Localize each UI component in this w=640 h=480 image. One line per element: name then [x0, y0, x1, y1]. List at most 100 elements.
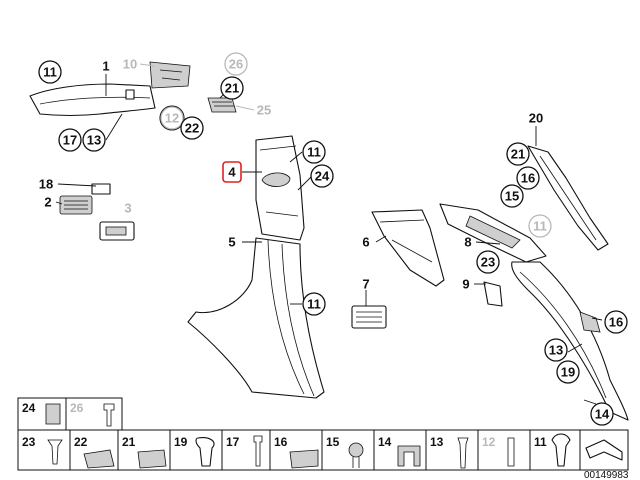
- svg-text:13: 13: [430, 435, 444, 449]
- svg-text:19: 19: [561, 365, 575, 380]
- svg-text:24: 24: [315, 169, 330, 184]
- svg-text:8: 8: [464, 235, 471, 250]
- svg-text:11: 11: [307, 297, 321, 312]
- legend-cell-12: 12: [477, 429, 531, 471]
- screw-icon: [103, 403, 115, 427]
- legend-cell-16: 16: [269, 429, 323, 471]
- svg-text:15: 15: [505, 189, 519, 204]
- svg-text:4: 4: [228, 165, 236, 180]
- legend-cell-22: 22: [69, 429, 119, 471]
- callout-11: 11: [38, 60, 62, 84]
- svg-text:5: 5: [228, 235, 235, 250]
- legend-cell-13: 13: [425, 429, 479, 471]
- callout-23: 23: [476, 250, 500, 274]
- callout-5: 5: [228, 235, 235, 250]
- screw-head-icon: [348, 442, 364, 458]
- part-8-rear-quarter-trim: [439, 203, 547, 263]
- svg-text:25: 25: [257, 103, 271, 118]
- svg-text:1: 1: [102, 59, 109, 74]
- svg-text:26: 26: [70, 401, 84, 415]
- legend-cell-14: 14: [373, 429, 427, 471]
- svg-text:12: 12: [482, 435, 496, 449]
- callout-26: 26: [224, 52, 248, 76]
- arrow-icon: [585, 439, 623, 461]
- callout-13: 13: [544, 338, 568, 362]
- push-clip-icon: [195, 437, 215, 467]
- callout-11: 11: [302, 140, 326, 164]
- rivet-clip-icon: [551, 433, 571, 467]
- svg-text:18: 18: [39, 177, 53, 192]
- callout-1: 1: [102, 59, 109, 74]
- svg-text:15: 15: [326, 435, 340, 449]
- part-14-long-side-trim: [511, 261, 629, 421]
- callout-16: 16: [604, 310, 628, 334]
- svg-text:14: 14: [595, 407, 610, 422]
- legend-cell-11: 11: [529, 429, 581, 471]
- callout-2: 2: [44, 195, 51, 210]
- svg-text:7: 7: [362, 277, 369, 292]
- legend-cell-arrow: [579, 429, 629, 471]
- callout-9: 9: [462, 277, 469, 292]
- clip-icon: [45, 403, 61, 425]
- part-9-cap: [483, 281, 503, 307]
- legend-cell-21: 21: [117, 429, 171, 471]
- callout-17: 17: [58, 128, 82, 152]
- callout-7: 7: [362, 277, 369, 292]
- legend-cell-23: 23: [17, 429, 71, 471]
- part-4-b-pillar-upper: [255, 135, 305, 241]
- part-7-vent: [351, 305, 387, 329]
- svg-text:6: 6: [362, 235, 369, 250]
- svg-text:13: 13: [549, 343, 563, 358]
- callout-10: 10: [123, 57, 137, 72]
- svg-text:21: 21: [511, 147, 525, 162]
- svg-text:11: 11: [43, 65, 57, 80]
- legend-cell-15: 15: [321, 429, 375, 471]
- legend-cell-19: 19: [169, 429, 223, 471]
- svg-text:9: 9: [462, 277, 469, 292]
- callout-11: 11: [302, 292, 326, 316]
- clip-nut-icon: [137, 449, 167, 469]
- svg-text:11: 11: [533, 219, 547, 234]
- screw-icon: [457, 437, 469, 469]
- legend-cell-24: 24: [17, 397, 67, 431]
- fastener-legend: 24 26 23 22 21 19: [17, 397, 629, 471]
- callout-4-highlighted: 4: [222, 161, 242, 183]
- callout-18: 18: [39, 177, 53, 192]
- callout-3: 3: [124, 201, 131, 216]
- legend-cell-17: 17: [221, 429, 271, 471]
- svg-text:21: 21: [225, 81, 239, 96]
- part-2-vent: [59, 183, 111, 215]
- callout-21: 21: [506, 142, 530, 166]
- reference-code: 00149983: [584, 470, 629, 480]
- pin-icon: [507, 437, 515, 467]
- part-6-c-pillar-trim: [371, 209, 445, 287]
- svg-text:3: 3: [124, 201, 131, 216]
- callout-14: 14: [590, 402, 614, 426]
- svg-text:26: 26: [229, 57, 243, 72]
- callout-24: 24: [310, 164, 334, 188]
- callout-22: 22: [180, 116, 204, 140]
- svg-text:13: 13: [87, 133, 101, 148]
- svg-text:10: 10: [123, 57, 137, 72]
- bolt-icon: [253, 435, 263, 467]
- svg-text:19: 19: [174, 435, 188, 449]
- svg-text:16: 16: [521, 171, 535, 186]
- svg-text:12: 12: [165, 111, 179, 126]
- callouts: 11 1 10 26 21 25 12 22 17 13 4 11 24 18 …: [38, 52, 628, 426]
- part-20-rail: [527, 145, 609, 251]
- svg-text:23: 23: [22, 435, 36, 449]
- svg-text:21: 21: [122, 435, 136, 449]
- part-5-b-pillar-lower: [187, 237, 325, 399]
- callout-21: 21: [220, 76, 244, 100]
- leader-lines: [55, 63, 603, 405]
- callout-15: 15: [500, 184, 524, 208]
- screw-icon: [47, 439, 63, 465]
- callout-6: 6: [362, 235, 369, 250]
- callout-12: 12: [160, 106, 184, 130]
- callout-11: 11: [528, 214, 552, 238]
- pad-icon: [83, 449, 115, 469]
- svg-text:22: 22: [74, 435, 88, 449]
- part-3-vent: [99, 221, 135, 241]
- callout-16: 16: [516, 166, 540, 190]
